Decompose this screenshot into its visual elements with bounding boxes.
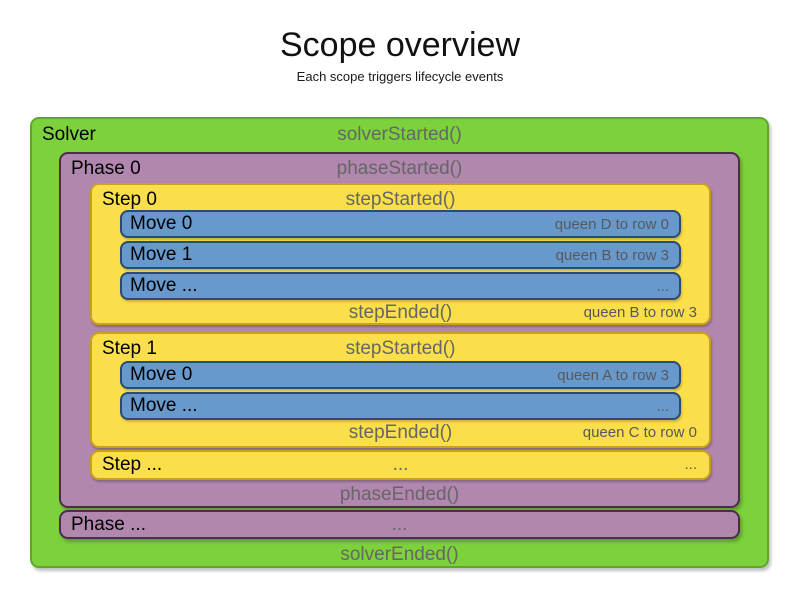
step-0-started-label: stepStarted(): [345, 189, 456, 210]
phase-0-box: phaseStarted() Phase 0 stepStarted() Ste…: [59, 152, 740, 508]
move-annotation: queen A to row 3: [557, 366, 669, 384]
phase-more-center-ellipsis: ...: [391, 514, 408, 535]
phase-more-row: ... Phase ...: [61, 512, 738, 537]
step-more-right-ellipsis: ...: [684, 456, 697, 473]
step-0-label: Step 0: [102, 189, 157, 210]
move-annotation: queen D to row 0: [554, 215, 669, 233]
move-annotation: ...: [656, 277, 669, 295]
move-label: Move ...: [130, 275, 198, 296]
move-annotation: queen B to row 3: [555, 246, 669, 264]
step-more-row: ... Step ... ...: [92, 453, 709, 477]
page-subtitle: Each scope triggers lifecycle events: [296, 69, 504, 84]
step-1-ended-label: stepEnded(): [348, 422, 453, 443]
phase-more-box: ... Phase ...: [59, 510, 740, 539]
step-more-center-ellipsis: ...: [392, 454, 409, 475]
move-box: Move 0 queen D to row 0: [120, 210, 681, 238]
step-1-box: stepStarted() Step 1 Move 0 queen A to r…: [90, 332, 711, 448]
move-label: Move 1: [130, 244, 193, 265]
step-more-label: Step ...: [102, 454, 163, 475]
solver-started-label: solverStarted(): [337, 124, 462, 145]
move-annotation: ...: [656, 397, 669, 415]
step-1-ended-row: stepEnded() queen C to row 0: [92, 421, 709, 445]
step-1-label: Step 1: [102, 338, 157, 359]
phase-0-header-row: phaseStarted() Phase 0: [61, 156, 738, 182]
solver-header-row: solverStarted() Solver: [32, 122, 767, 148]
phase-more-label: Phase ...: [71, 514, 146, 535]
solver-ended-label: solverEnded(): [340, 544, 459, 565]
move-label: Move ...: [130, 395, 198, 416]
phase-ended-row: phaseEnded(): [61, 482, 738, 508]
solver-box: solverStarted() Solver phaseStarted() Ph…: [30, 117, 769, 568]
step-0-ended-annotation: queen B to row 3: [583, 304, 697, 321]
phase-started-label: phaseStarted(): [336, 158, 463, 179]
move-box: Move 1 queen B to row 3: [120, 241, 681, 269]
move-label: Move 0: [130, 213, 193, 234]
step-1-ended-annotation: queen C to row 0: [582, 424, 697, 441]
step-0-header-row: stepStarted() Step 0: [92, 187, 709, 213]
step-1-started-label: stepStarted(): [345, 338, 456, 359]
move-box: Move 0 queen A to row 3: [120, 361, 681, 389]
solver-ended-row: solverEnded(): [32, 542, 767, 568]
move-box: Move ... ...: [120, 392, 681, 420]
step-more-box: ... Step ... ...: [90, 450, 711, 480]
step-0-ended-row: stepEnded() queen B to row 3: [92, 301, 709, 325]
move-label: Move 0: [130, 364, 193, 385]
phase-0-label: Phase 0: [71, 158, 141, 179]
page-title: Scope overview: [279, 26, 520, 64]
step-1-header-row: stepStarted() Step 1: [92, 336, 709, 362]
phase-ended-label: phaseEnded(): [339, 484, 460, 505]
move-box: Move ... ...: [120, 272, 681, 300]
step-0-box: stepStarted() Step 0 Move 0 queen D to r…: [90, 183, 711, 325]
step-0-ended-label: stepEnded(): [348, 302, 453, 323]
solver-label: Solver: [42, 124, 96, 145]
